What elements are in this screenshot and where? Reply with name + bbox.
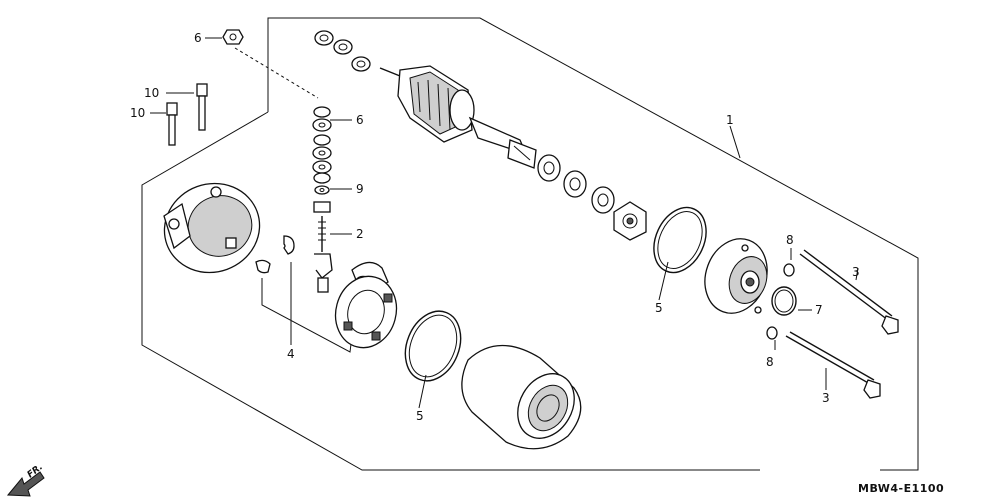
front-cover — [704, 238, 768, 314]
assembly-boundary — [141, 17, 919, 471]
figure-code: MBW4-E1100 — [858, 482, 944, 495]
callout-2: 2 — [356, 227, 364, 241]
yoke-housing — [461, 344, 582, 450]
lock-plate — [613, 201, 647, 241]
callout-5-lower: 5 — [416, 409, 424, 423]
o-ring-5-upper — [653, 206, 707, 274]
bolt-10-long — [196, 83, 208, 131]
callout-3-lower: 3 — [822, 391, 830, 405]
brush-holder — [334, 261, 398, 349]
front-direction-arrow — [6, 471, 45, 497]
callout-8-upper: 8 — [786, 233, 794, 247]
o-ring-5-lower — [404, 310, 462, 382]
leader-lines — [150, 37, 859, 409]
clip-4 — [255, 235, 295, 274]
washer-8-lower — [766, 326, 778, 340]
callout-1: 1 — [726, 113, 734, 127]
bolt-10-short — [166, 102, 178, 146]
o-ring-7 — [771, 286, 797, 316]
callout-6-stack: 6 — [356, 113, 364, 127]
washer-8-upper — [783, 263, 795, 277]
callout-9: 9 — [356, 182, 364, 196]
nut-6-top — [222, 29, 244, 45]
callout-5-upper: 5 — [655, 301, 663, 315]
rear-cover — [163, 182, 261, 274]
callout-7: 7 — [815, 303, 823, 317]
armature — [314, 30, 537, 169]
washer-stack — [312, 106, 332, 213]
terminal-bolt-2 — [314, 216, 333, 293]
bolt-3-upper — [799, 249, 899, 335]
shaft-washers — [537, 154, 615, 214]
callout-10-lower: 10 — [130, 106, 145, 120]
callout-4: 4 — [287, 347, 295, 361]
callout-3-upper: 3 — [852, 265, 860, 279]
callout-10-upper: 10 — [144, 86, 159, 100]
callout-8-lower: 8 — [766, 355, 774, 369]
callout-6-top: 6 — [194, 31, 202, 45]
bolt-3-lower — [785, 331, 881, 399]
